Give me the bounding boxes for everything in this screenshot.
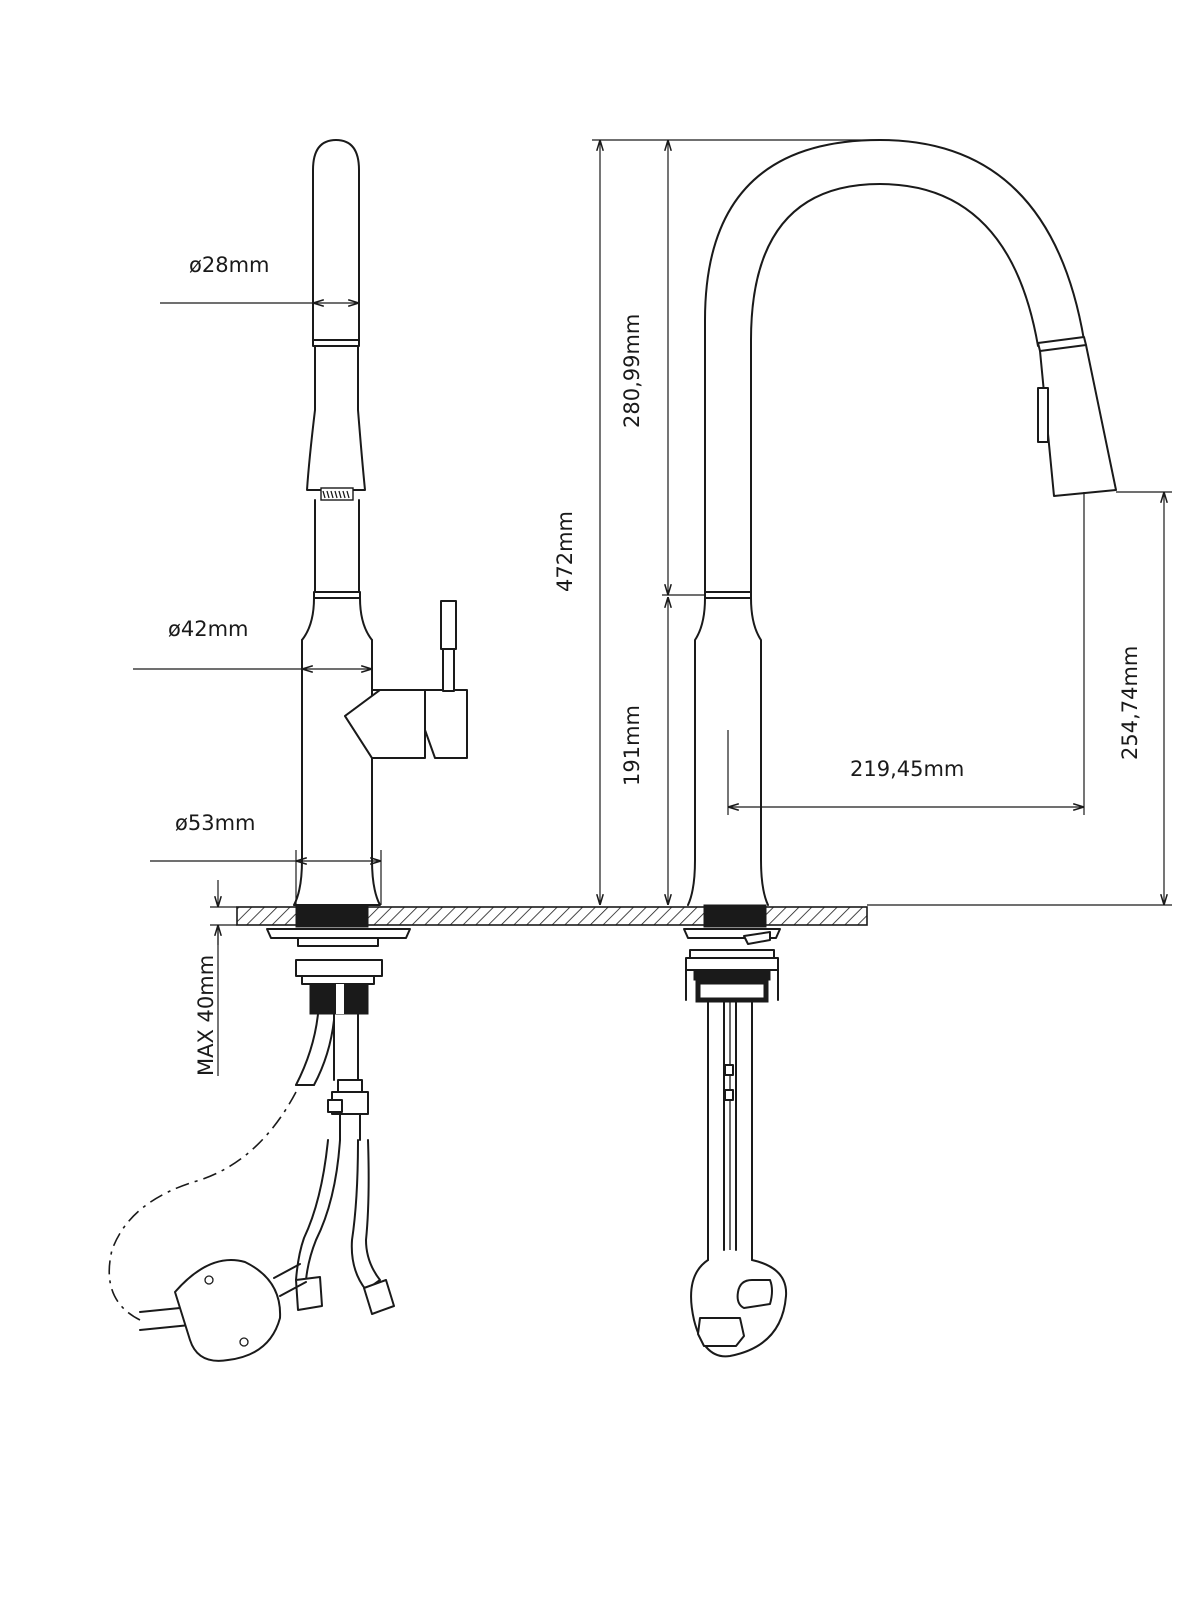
outlet-height-label: 254,74mm (1118, 646, 1142, 760)
countertop-section (236, 904, 868, 928)
body-diameter-label: ø42mm (168, 617, 248, 641)
body-height-label: 191mm (620, 705, 644, 786)
reach-label: 219,45mm (850, 757, 964, 781)
max-deck-thickness-label: MAX 40mm (194, 955, 218, 1076)
dimension-lines (133, 139, 1172, 1076)
spray-diameter-label: ø28mm (189, 253, 269, 277)
total-height-label: 472mm (553, 511, 577, 592)
faucet-front-view (683, 139, 1117, 1358)
base-diameter-label: ø53mm (175, 811, 255, 835)
upper-height-label: 280,99mm (620, 314, 644, 428)
faucet-side-view (108, 139, 468, 1362)
